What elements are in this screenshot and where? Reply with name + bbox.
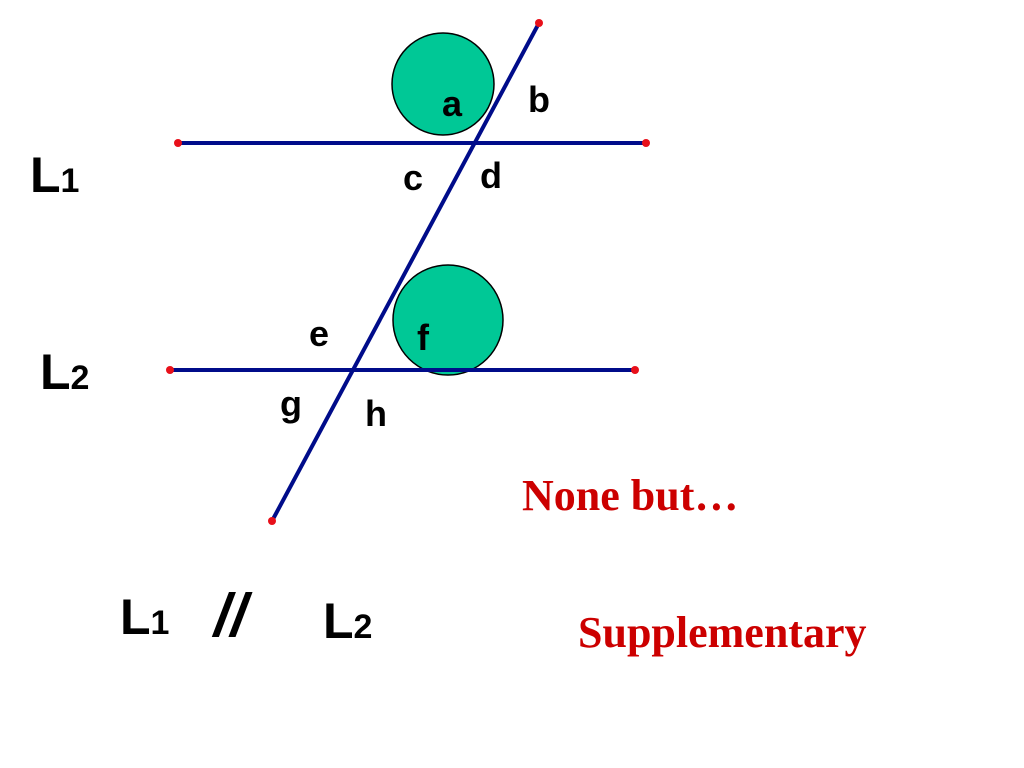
line-l2-subscript: 2	[70, 359, 90, 397]
transversal-top-endpoint	[535, 19, 543, 27]
statement-left-line: L1	[120, 592, 169, 642]
line-l1-right-endpoint	[642, 139, 650, 147]
line-l1-label: L1	[30, 150, 79, 200]
angle-c-label: c	[403, 157, 424, 198]
none-but-text: None but…	[522, 471, 739, 520]
angle-h-label: h	[365, 393, 387, 434]
line-l1-letter: L	[30, 147, 61, 203]
angle-b-label: b	[528, 79, 550, 120]
line-l2-right-endpoint	[631, 366, 639, 374]
angle-a-highlight	[391, 32, 495, 136]
line-l1-left-endpoint	[174, 139, 182, 147]
line-l1-subscript: 1	[60, 162, 80, 200]
parallel-symbol: //	[214, 582, 248, 649]
line-l2-left-endpoint	[166, 366, 174, 374]
angle-e-label: e	[309, 313, 330, 354]
angle-a-label: a	[442, 83, 463, 124]
transversal-line	[270, 21, 541, 523]
transversal-bottom-endpoint	[268, 517, 276, 525]
line-l2-letter: L	[40, 344, 71, 400]
angle-g-label: g	[280, 383, 302, 424]
angle-d-label: d	[480, 155, 502, 196]
line-l2-label: L2	[40, 347, 89, 397]
statement-right-line: L2	[323, 596, 372, 646]
answer-text: Supplementary	[578, 608, 867, 657]
statement-left-subscript: 1	[150, 604, 170, 642]
angle-f-highlight	[392, 264, 504, 376]
statement-right-letter: L	[323, 593, 354, 649]
statement-right-subscript: 2	[353, 608, 373, 646]
angle-f-label: f	[417, 317, 429, 358]
statement-left-letter: L	[120, 589, 151, 645]
